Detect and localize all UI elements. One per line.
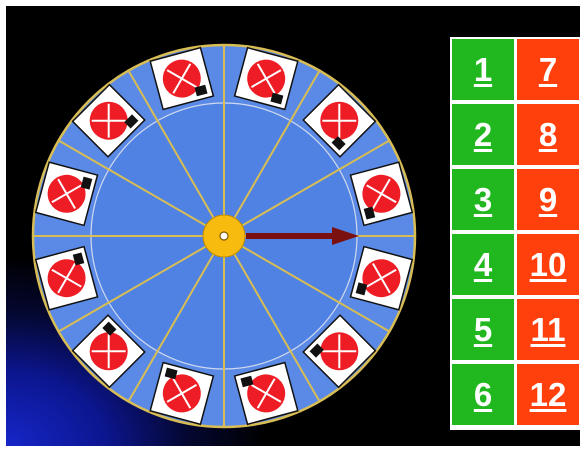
board-cell-2[interactable]: 2 (452, 104, 514, 165)
board-cell-1[interactable]: 1 (452, 39, 514, 100)
board-cell-10[interactable]: 10 (517, 234, 579, 295)
hub-pin (220, 232, 228, 240)
board-cell-9[interactable]: 9 (517, 169, 579, 230)
board-cell-6[interactable]: 6 (452, 364, 514, 425)
board-cell-4[interactable]: 4 (452, 234, 514, 295)
game-stage: 1 7 2 8 3 9 4 10 5 11 6 12 (6, 6, 580, 446)
board-cell-7[interactable]: 7 (517, 39, 579, 100)
board-cell-5[interactable]: 5 (452, 299, 514, 360)
board-cell-12[interactable]: 12 (517, 364, 579, 425)
board-cell-11[interactable]: 11 (517, 299, 579, 360)
number-board: 1 7 2 8 3 9 4 10 5 11 6 12 (450, 37, 580, 430)
board-cell-8[interactable]: 8 (517, 104, 579, 165)
board-cell-3[interactable]: 3 (452, 169, 514, 230)
